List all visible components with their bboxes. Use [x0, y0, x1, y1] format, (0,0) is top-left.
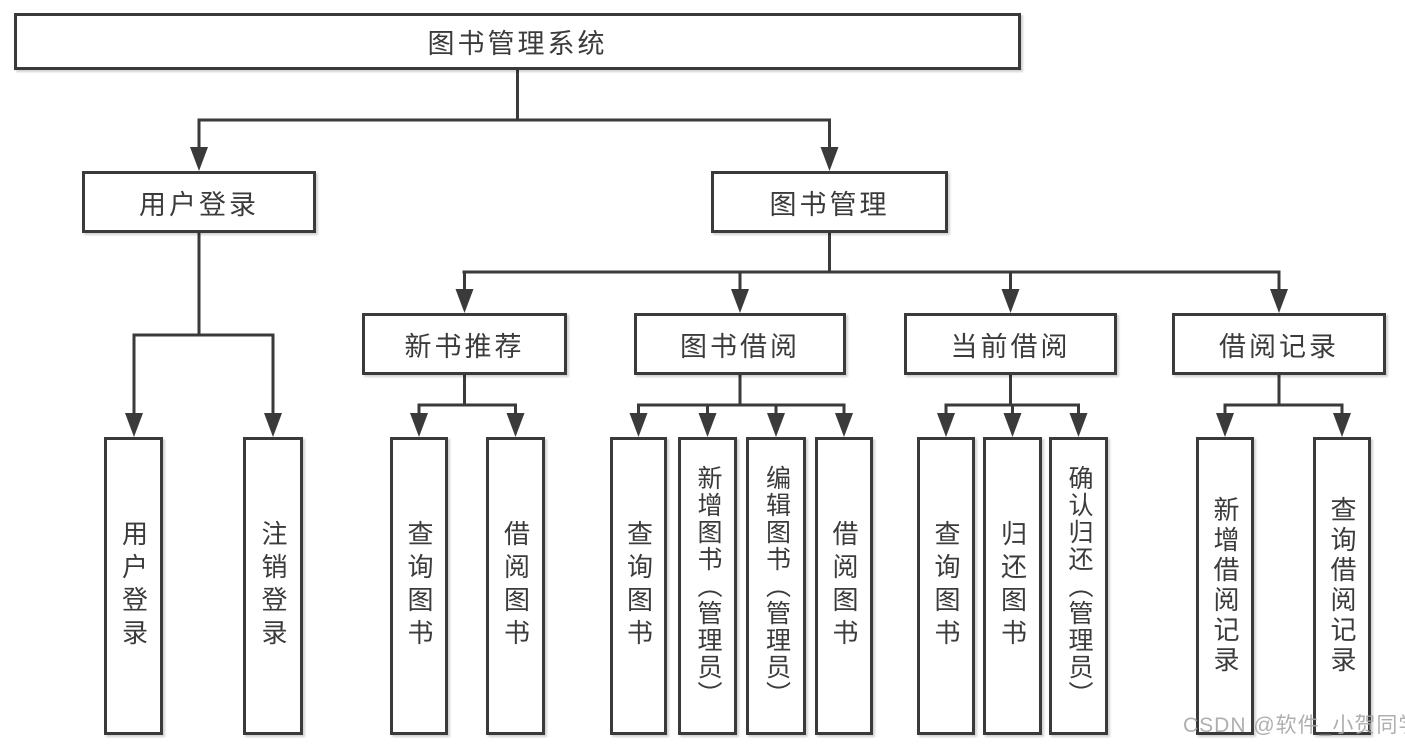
node-label: 借阅图书	[829, 520, 859, 652]
node-label: 图书借阅	[680, 331, 800, 362]
node-label: 图书管理	[769, 189, 890, 220]
node-leaf-return-books: 归还图书	[983, 437, 1042, 735]
node-label: 查询图书	[623, 520, 654, 652]
node-label: 归还图书	[997, 520, 1028, 652]
node-leaf-logout: 注销登录	[243, 437, 303, 735]
node-label: 新增图书（管理员）	[694, 464, 722, 708]
node-leaf-query-borrow-record: 查询借阅记录	[1313, 437, 1371, 735]
node-library-system: 图书管理系统	[14, 13, 1021, 70]
node-label: 当前借阅	[950, 331, 1071, 362]
node-leaf-add-borrow-record: 新增借阅记录	[1196, 437, 1254, 735]
node-leaf-edit-books-admin: 编辑图书（管理员）	[746, 437, 806, 735]
node-current-borrow: 当前借阅	[904, 313, 1117, 375]
node-label: 查询图书	[404, 520, 434, 652]
node-label: 图书管理系统	[427, 29, 608, 59]
node-borrow-records: 借阅记录	[1172, 313, 1386, 375]
node-label: 确认归还（管理员）	[1065, 464, 1093, 708]
node-label: 编辑图书（管理员）	[762, 464, 791, 708]
node-new-book-recommend: 新书推荐	[362, 313, 567, 375]
csdn-watermark: CSDN @软件_小贺同学	[1183, 714, 1405, 737]
node-label: 注销登录	[258, 520, 288, 652]
node-leaf-add-books-admin: 新增图书（管理员）	[678, 437, 737, 735]
node-leaf-borrow-books-recommend: 借阅图书	[486, 437, 545, 735]
node-label: 借阅图书	[500, 520, 531, 652]
node-leaf-confirm-return-admin: 确认归还（管理员）	[1049, 437, 1108, 735]
node-label: 用户登录	[118, 520, 149, 652]
node-label: 查询图书	[931, 520, 961, 652]
node-label: 用户登录	[139, 189, 259, 220]
node-leaf-query-books-recommend: 查询图书	[390, 437, 448, 735]
node-leaf-query-books-current: 查询图书	[917, 437, 975, 735]
node-user-login: 用户登录	[82, 171, 316, 233]
node-leaf-borrow-books: 借阅图书	[815, 437, 873, 735]
node-label: 借阅记录	[1219, 331, 1339, 362]
node-book-management: 图书管理	[711, 171, 948, 233]
node-label: 新增借阅记录	[1210, 496, 1240, 676]
node-label: 新书推荐	[404, 331, 525, 362]
node-book-borrow: 图书借阅	[634, 313, 846, 375]
node-label: 查询借阅记录	[1327, 496, 1357, 676]
node-leaf-user-login: 用户登录	[104, 437, 163, 735]
node-leaf-query-books-borrow: 查询图书	[610, 437, 667, 735]
